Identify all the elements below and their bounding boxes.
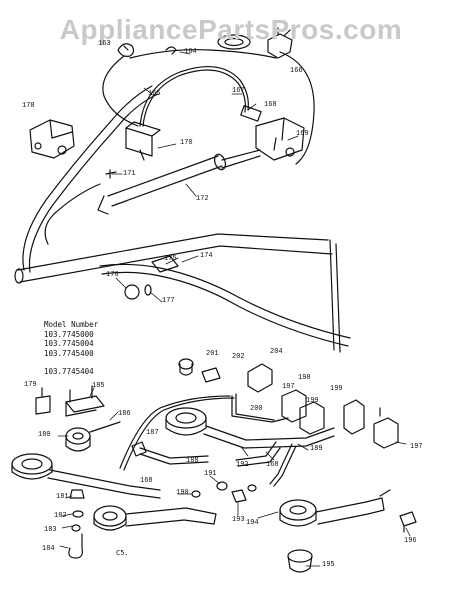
label-187: 187 xyxy=(146,429,159,437)
part-burner-arm-left xyxy=(93,505,217,531)
label-179: 179 xyxy=(24,381,37,389)
label-198: 198 xyxy=(298,374,311,382)
part-180-burner-head xyxy=(65,421,121,452)
model-number-4: 103.7745404 xyxy=(44,367,94,376)
model-number-block: Model Number 103.7745000 103.7745004 103… xyxy=(44,320,98,377)
part-194-burner-right xyxy=(279,489,391,527)
label-197: 197 xyxy=(282,383,295,391)
part-172-manifold xyxy=(44,149,261,245)
part-193-orifice xyxy=(231,484,257,503)
part-185-bracket xyxy=(65,385,105,417)
footer-code: C5. xyxy=(116,549,129,557)
part-169-valve xyxy=(255,117,305,161)
label-190: 190 xyxy=(176,489,189,497)
label-166: 166 xyxy=(290,67,303,75)
part-163-clip xyxy=(117,43,135,57)
label-169: 169 xyxy=(296,130,309,138)
part-200-manifold xyxy=(231,393,289,423)
label-201: 201 xyxy=(206,350,219,358)
part-182-washer xyxy=(72,510,84,518)
model-number-3: 103.7745400 xyxy=(44,348,94,358)
label-174: 174 xyxy=(200,252,213,260)
part-196-clip xyxy=(399,511,417,533)
label-196: 196 xyxy=(404,537,417,545)
part-178-regulator xyxy=(29,119,75,159)
gas-supply-pipe xyxy=(22,85,159,273)
part-189-tube xyxy=(131,441,209,465)
part-174-manifold-pipe xyxy=(14,233,351,353)
part-186-center-burner xyxy=(165,407,335,449)
model-number-1: 103.7745000 xyxy=(44,329,94,339)
part-176-cap xyxy=(124,284,140,300)
leader-lines xyxy=(57,51,411,567)
part-192-tube xyxy=(235,441,281,467)
part-166-valve xyxy=(267,27,293,59)
label-163: 163 xyxy=(98,40,111,48)
part-202-orifice xyxy=(201,367,221,383)
label-164: 164 xyxy=(184,48,197,56)
label-187b: 197 xyxy=(410,443,423,451)
part-199-valve xyxy=(299,399,365,435)
label-175: 175 xyxy=(164,255,177,263)
label-182: 182 xyxy=(54,512,67,520)
part-201-orifice xyxy=(178,358,194,376)
label-177: 177 xyxy=(162,297,175,305)
part-189-right-tube xyxy=(269,443,297,487)
part-191-fitting xyxy=(216,481,228,491)
label-170: 170 xyxy=(180,139,193,147)
label-178: 178 xyxy=(22,102,35,110)
label-181: 181 xyxy=(56,493,69,501)
label-204: 204 xyxy=(270,348,283,356)
label-202: 202 xyxy=(232,353,245,361)
label-168b: 168 xyxy=(266,461,279,469)
label-171: 171 xyxy=(123,170,136,178)
part-175-bracket xyxy=(151,255,179,273)
label-194: 194 xyxy=(246,519,259,527)
part-171-screw xyxy=(105,169,117,179)
label-193: 193 xyxy=(232,516,245,524)
label-191: 191 xyxy=(204,470,217,478)
part-188-burner-left xyxy=(11,453,161,499)
pilot-tubing xyxy=(102,49,315,165)
label-188: 188 xyxy=(186,457,199,465)
part-170-bracket xyxy=(125,121,161,161)
part-181-orifice xyxy=(69,489,85,499)
label-184: 184 xyxy=(42,545,55,553)
label-176: 176 xyxy=(106,271,119,279)
part-183-nut xyxy=(71,524,81,532)
model-number-2: 103.7745004 xyxy=(44,339,94,348)
label-165: 165 xyxy=(148,90,161,98)
part-thermocouple-ring xyxy=(217,34,251,50)
part-204-valve xyxy=(247,363,273,393)
part-190-fitting xyxy=(191,490,201,498)
model-heading: Model Number xyxy=(44,320,99,329)
part-168-fitting xyxy=(240,104,262,122)
label-167: 167 xyxy=(232,87,245,95)
part-195-cap xyxy=(287,549,313,573)
label-180: 180 xyxy=(38,431,51,439)
part-179-bracket xyxy=(35,387,51,415)
label-192: 192 xyxy=(236,461,249,469)
label-188b: 168 xyxy=(140,477,153,485)
label-172: 172 xyxy=(196,195,209,203)
label-186: 186 xyxy=(118,410,131,418)
label-195: 195 xyxy=(322,561,335,569)
label-189: 189 xyxy=(310,445,323,453)
label-183: 183 xyxy=(44,526,57,534)
part-197-valve-right xyxy=(373,407,399,449)
part-198-valve xyxy=(281,389,307,423)
label-199: 199 xyxy=(330,385,343,393)
label-185: 185 xyxy=(92,382,105,390)
label-200: 200 xyxy=(250,405,263,413)
label-199b: 199 xyxy=(306,397,319,405)
part-184-hook xyxy=(68,533,83,559)
label-168: 168 xyxy=(264,101,277,109)
part-177-nut xyxy=(144,284,152,296)
